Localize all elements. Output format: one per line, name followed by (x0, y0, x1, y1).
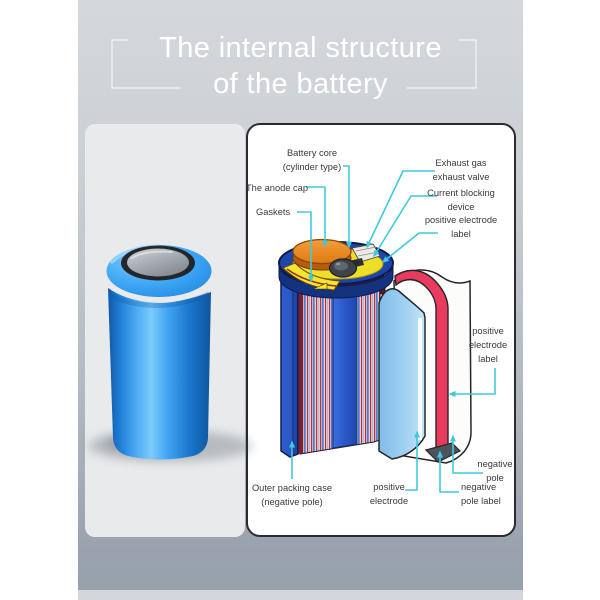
label-line: electrode (468, 340, 508, 350)
label-line: pole label (461, 496, 501, 506)
label-line: positive electrode (424, 215, 498, 225)
label-negative-pole: negative pole (458, 457, 532, 485)
label-outer-packing-case: Outer packing case (negative pole) (244, 481, 340, 509)
page-title-line1: The internal structure (159, 32, 442, 64)
label-battery-core: Battery core (cylinder type) (266, 146, 358, 174)
label-line: (cylinder type) (282, 162, 342, 172)
label-gaskets: Gaskets (256, 205, 290, 219)
label-line: Current blocking (427, 188, 495, 198)
label-current-blocking: Current blocking device (418, 186, 504, 214)
label-line: positive (373, 482, 405, 492)
label-line: negative (461, 482, 497, 492)
label-line: Outer packing case (251, 483, 333, 493)
label-line: The anode cap (246, 183, 309, 193)
label-positive-electrode-label-top: positive electrode label (414, 213, 508, 241)
label-anode-cap: The anode cap (246, 181, 308, 195)
label-line: positive (472, 326, 504, 336)
page-title: The internal structure of the battery (78, 30, 523, 102)
label-line: (negative pole) (261, 497, 323, 507)
label-line: label (451, 229, 471, 239)
label-line: Battery core (286, 148, 338, 158)
label-line: Gaskets (256, 207, 291, 217)
label-line: negative (477, 459, 513, 469)
label-line: pole (486, 473, 504, 483)
bottom-strip (78, 590, 523, 600)
battery-photo-card (85, 124, 245, 537)
label-negative-pole-label: negative pole label (461, 480, 501, 508)
label-line: exhaust valve (432, 172, 490, 182)
label-line: label (478, 354, 498, 364)
label-line: Exhaust gas (435, 158, 487, 168)
label-line: electrode (369, 496, 409, 506)
page-title-line2: of the battery (213, 68, 388, 100)
label-exhaust-valve: Exhaust gas exhaust valve (418, 156, 504, 184)
label-positive-electrode-label-side: positive electrode label (462, 324, 514, 366)
label-positive-electrode: positive electrode (347, 480, 431, 508)
label-line: device (447, 202, 475, 212)
